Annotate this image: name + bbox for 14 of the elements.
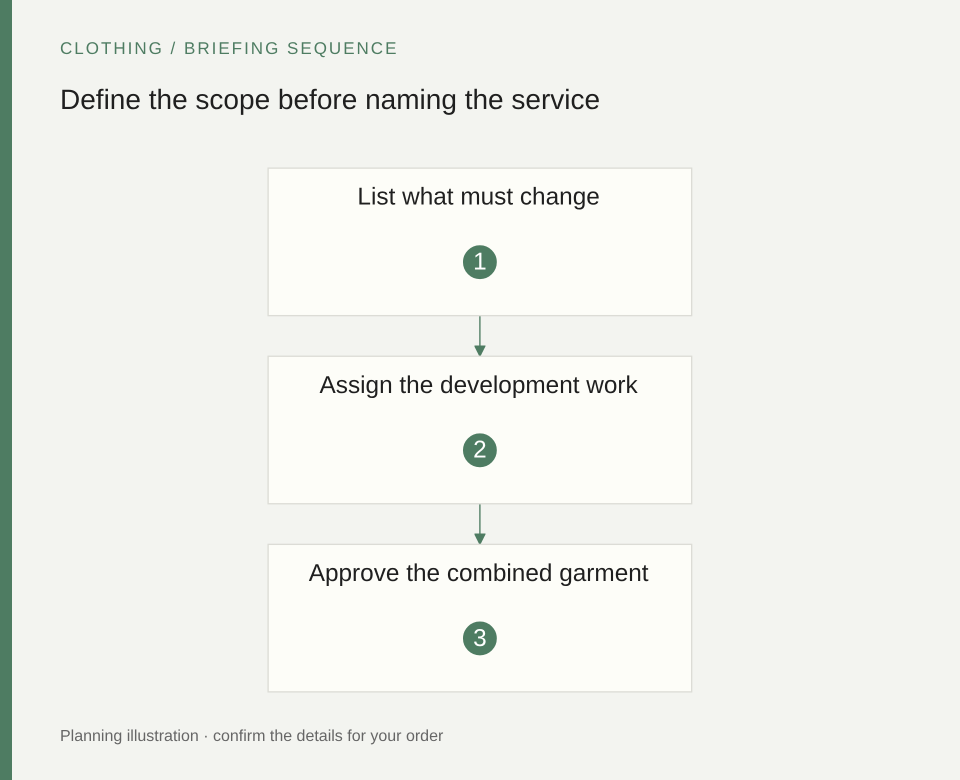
step-number-circle: 3	[463, 622, 497, 656]
arrow	[474, 504, 486, 545]
step-card	[268, 167, 692, 316]
step-title: Approve the combined garment	[308, 559, 649, 586]
step-number-circle: 2	[463, 433, 497, 468]
step-number-circle: 1	[463, 245, 497, 280]
step-title: Assign the development work	[320, 371, 638, 398]
step-card	[268, 356, 692, 504]
caption: Planning illustration · confirm the details for your order	[60, 728, 444, 746]
arrow	[474, 316, 486, 357]
step-title: List what must change	[358, 183, 600, 210]
diagram-title: Define the scope before naming the service	[60, 84, 600, 116]
step-card	[268, 544, 692, 693]
kicker-label: CLOTHING / BRIEFING SEQUENCE	[60, 39, 398, 59]
